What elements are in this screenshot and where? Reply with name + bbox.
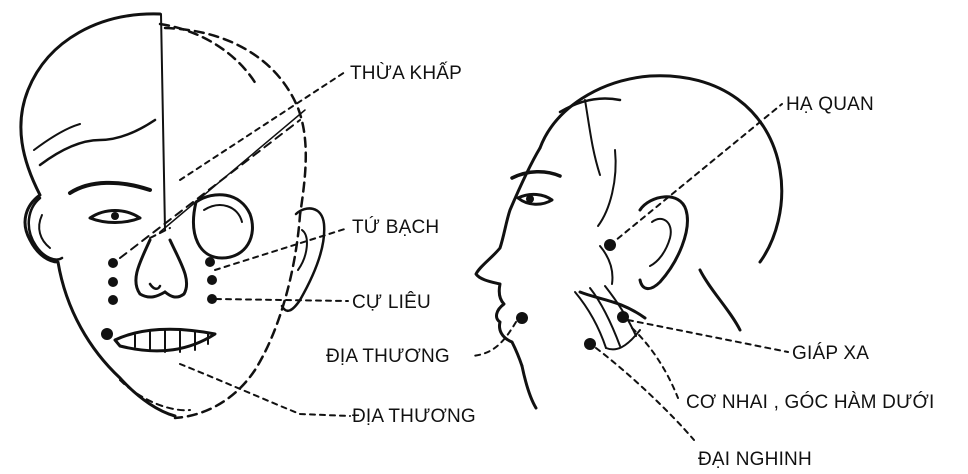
side-leaders [472,104,788,440]
point-front-4 [207,275,217,285]
leader-cu-lieu [216,299,348,301]
leader-dia-thuong-side [472,322,516,356]
front-hairline [40,120,155,165]
front-center-line [161,14,165,230]
front-right-dashed-outline [165,28,306,418]
side-neck-back [700,270,740,330]
side-eye [518,194,552,204]
side-neck-front [522,366,536,408]
front-nose-left [136,240,165,297]
label-cu-lieu: CỰ LIÊU [352,291,431,313]
front-right-ear-inner [298,230,307,270]
side-sideburn [598,150,616,226]
label-dia-thuong-side: ĐỊA THƯƠNG [326,346,450,367]
front-left-ear-inner [39,215,50,248]
front-ray-2 [160,110,305,232]
side-pupil [526,195,534,203]
front-right-socket-inner [204,205,242,222]
front-nostril-left [150,284,160,289]
front-points [101,257,217,340]
front-nose-right [165,240,187,297]
side-hair-2 [585,100,600,175]
label-dia-thuong-front: ĐỊA THƯƠNG [352,406,476,427]
leader-giap-xa [628,320,788,352]
front-left-pupil [111,212,119,220]
front-left-ear [29,198,62,260]
label-dai-nghinh: ĐẠI NGHINH [698,449,812,470]
point-front-3 [108,295,118,305]
point-side-dia-thuong [516,312,528,324]
point-front-dia-thuong [101,328,113,340]
leader-ha-quan [610,104,782,245]
leader-tu-bach [215,228,348,270]
side-eyebrow [512,172,560,178]
side-hair-1 [560,99,620,113]
label-tu-bach: TỨ BẠCH [352,216,439,238]
front-right-dashed-top [160,24,256,84]
front-left-eyebrow [70,183,150,193]
point-side-dai-nghinh [584,338,596,350]
side-ear-inner [650,219,671,266]
label-ha-quan: HẠ QUAN [786,94,874,115]
side-ear [640,197,687,289]
front-right-eye-socket [194,195,253,258]
side-face-drawing [476,76,782,408]
point-front-1 [108,258,118,268]
label-giap-xa: GIÁP XA [792,343,869,364]
point-side-giap-xa [617,311,629,323]
side-cheek-line [600,246,613,284]
point-front-tu-bach [205,257,215,267]
front-face-drawing [21,14,324,418]
label-co-nhai: CƠ NHAI , GÓC HÀM DƯỚI [686,391,935,413]
leader-thua-khap [180,72,345,180]
leader-co-nhai [632,328,678,398]
leader-dai-nghinh [596,348,694,440]
front-chin-dashed [120,380,190,410]
point-front-2 [108,277,118,287]
leader-dia-thuong-front [180,364,350,416]
front-leaders [180,72,350,416]
label-thua-khap: THỪA KHẤP [350,62,462,84]
